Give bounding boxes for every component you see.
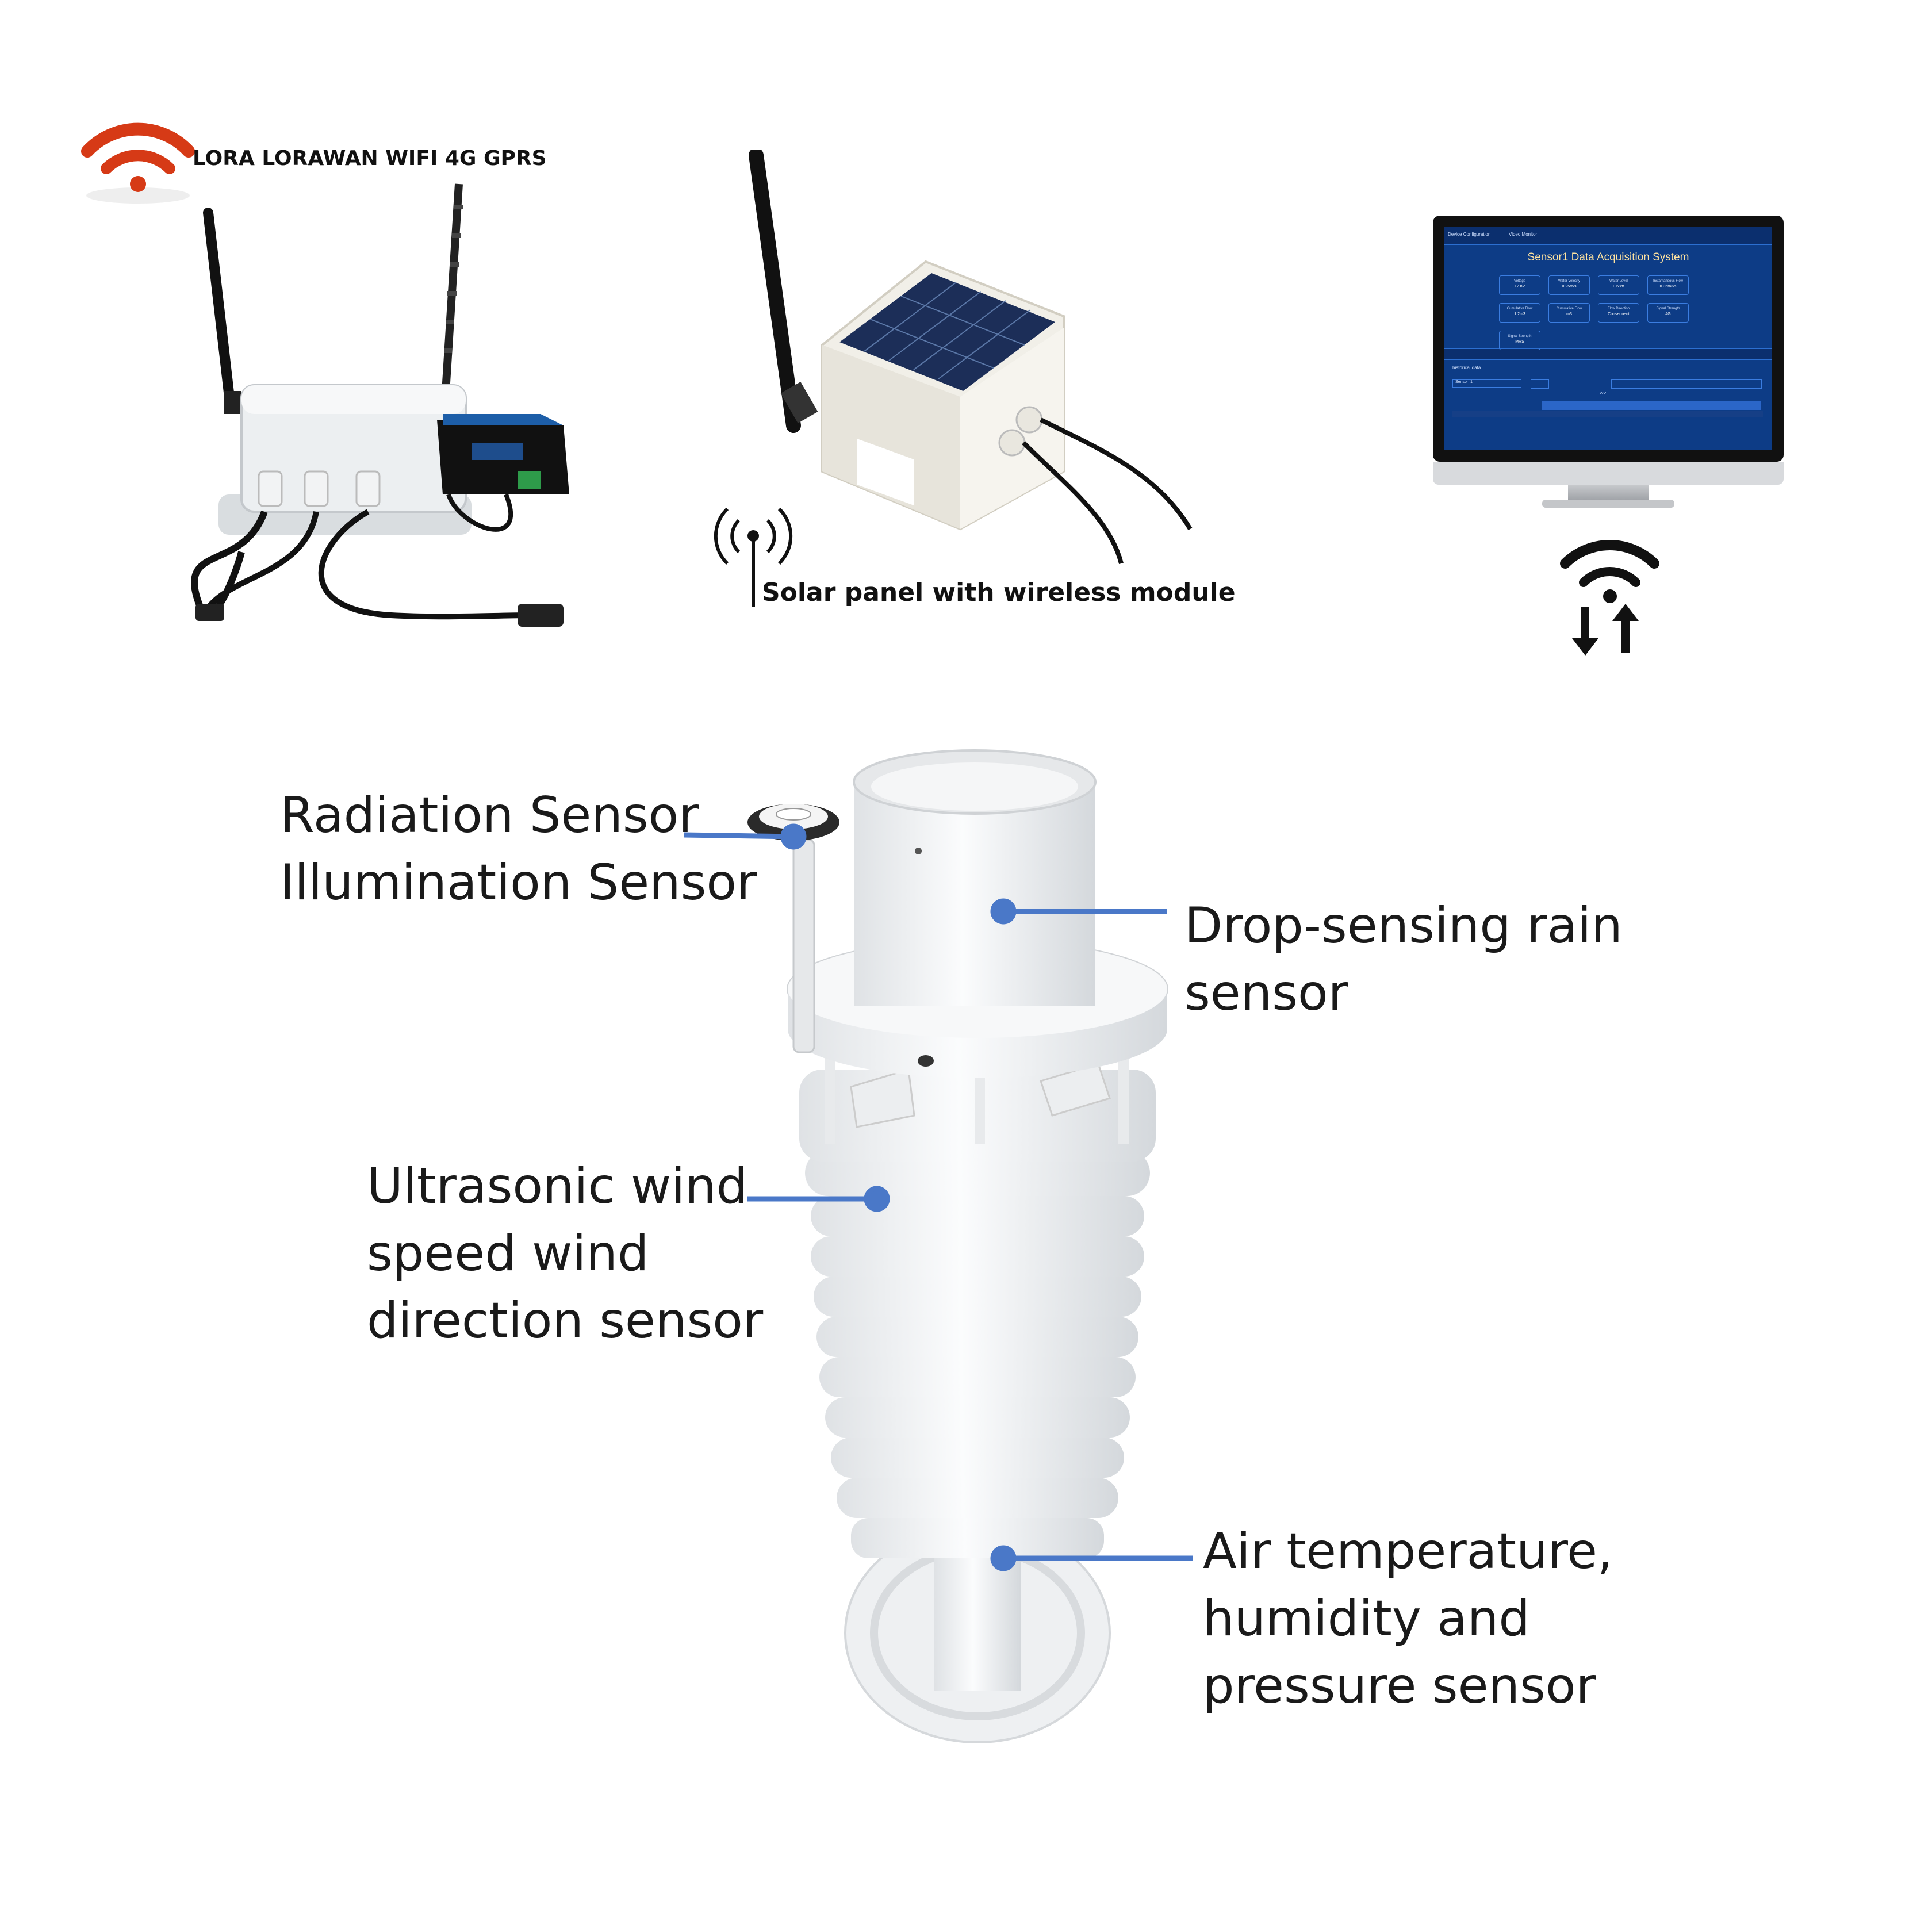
chart-axis	[1452, 411, 1763, 417]
tab-video-monitor[interactable]: Video Monitor	[1509, 232, 1538, 237]
connectivity-label: LORA LORAWAN WIFI 4G GPRS	[193, 147, 547, 170]
metric-card-label: Voltage	[1513, 279, 1526, 283]
chart-legend-item: WV	[1600, 392, 1607, 396]
metric-card-label: Flow Direction	[1607, 307, 1630, 310]
sensor-select[interactable]: Sensor_1	[1452, 379, 1521, 388]
solar-module-label: Solar panel with wireless module	[762, 578, 1236, 607]
metric-card-label: Signal Strength	[1656, 307, 1680, 310]
wifi-red-icon	[81, 122, 195, 204]
metric-card-value: 0.36m3/s	[1659, 285, 1677, 289]
dashboard-title: Sensor1 Data Acquisition System	[1527, 251, 1689, 263]
metric-card-value: 4G	[1665, 312, 1671, 316]
metric-card: Water Velocity 0.25m/s	[1548, 275, 1590, 295]
antenna-signal-icon	[714, 507, 793, 607]
tab-device-configuration[interactable]: Device Configuration	[1448, 232, 1491, 237]
metric-card-label: Instantaneous Flow	[1653, 279, 1684, 283]
metric-card-label: Water Velocity	[1558, 279, 1581, 283]
history-title: historical data	[1452, 365, 1481, 370]
metric-card-label: Cumulative Flow	[1506, 307, 1533, 310]
monitor: Device Configuration Video Monitor Senso…	[1433, 216, 1784, 508]
metric-card-label: Signal Strength	[1508, 335, 1532, 338]
metric-card: Signal Strength 4G	[1647, 303, 1689, 323]
dashboard-screen: Device Configuration Video Monitor Senso…	[1444, 227, 1772, 450]
metric-card-value: m3	[1566, 312, 1572, 316]
temperature-sensor-label: Air temperature, humidity and pressure s…	[1203, 1523, 1613, 1715]
wind-sensor-label: Ultrasonic wind speed wind direction sen…	[367, 1157, 764, 1350]
history-chart-area	[1542, 401, 1761, 410]
date-range-picker[interactable]	[1611, 379, 1762, 389]
metric-card-value: 0.68m	[1613, 285, 1624, 289]
metric-card-value: Consequent	[1608, 312, 1630, 316]
metric-card-label: Cumulative Flow	[1556, 307, 1582, 310]
wifi-transfer-icon	[1560, 540, 1659, 656]
radiation-sensor-label: Radiation Sensor Illumination Sensor	[280, 787, 757, 911]
metric-card: Cumulative Flow m3	[1548, 303, 1590, 323]
metric-card-value: 12.8V	[1514, 285, 1525, 289]
gateway-device-image	[191, 183, 569, 627]
weather-station-image	[747, 749, 1168, 1743]
solar-module-image	[749, 150, 1193, 564]
metric-card-value: MRS	[1515, 340, 1524, 344]
metric-card-value: 0.25m/s	[1562, 285, 1577, 289]
metric-card: Voltage 12.8V	[1499, 275, 1540, 295]
metric-card-label: Water Level	[1609, 279, 1628, 283]
metric-card: Cumulative Flow 1.2m3	[1499, 303, 1540, 323]
metric-card: Water Level 0.68m	[1598, 275, 1639, 295]
metric-card: Instantaneous Flow 0.36m3/s	[1647, 275, 1689, 295]
metric-card-value: 1.2m3	[1514, 312, 1525, 316]
interval-select[interactable]	[1531, 379, 1549, 389]
rain-sensor-label: Drop-sensing rain sensor	[1184, 897, 1623, 1022]
